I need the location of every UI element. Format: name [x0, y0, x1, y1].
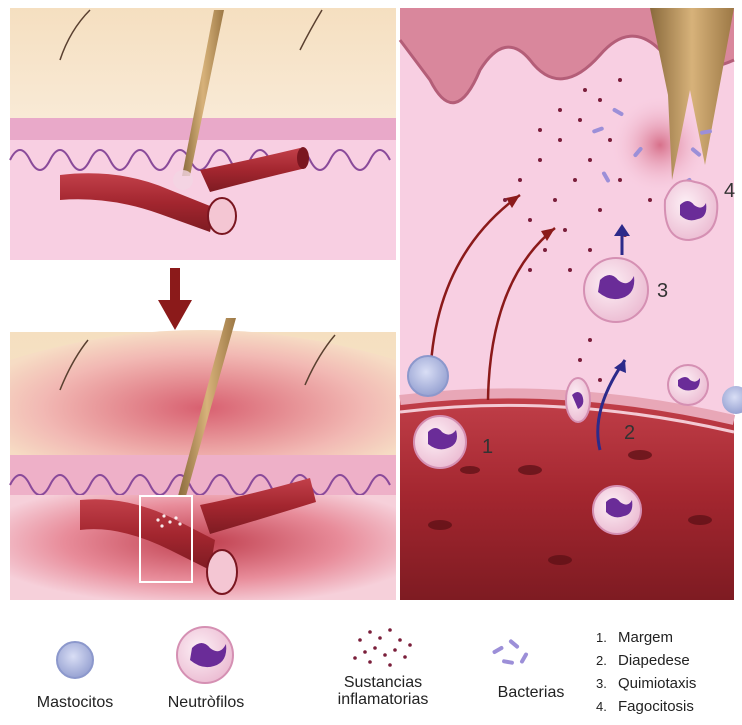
panel-initial-injury [10, 8, 396, 260]
step-item-2: 2.Diapedese [596, 649, 696, 672]
legend-bacteria-icon [492, 639, 529, 665]
progression-arrow [158, 268, 192, 330]
step-marker-2: 2 [624, 422, 635, 445]
legend-label-mastocitos: Mastocitos [22, 694, 128, 711]
legend-label-bacterias: Bacterias [478, 684, 584, 701]
step-marker-1: 1 [482, 436, 493, 459]
step-marker-3: 3 [657, 280, 668, 303]
step-item-4: 4.Fagocitosis [596, 695, 696, 718]
legend-label-sustancias: Sustancias [330, 674, 436, 691]
mastocyte-cell [408, 356, 448, 396]
step-item-3: 3.Quimiotaxis [596, 672, 696, 695]
panel-inflamed-tissue [10, 318, 396, 600]
legend-dots-icon [353, 628, 412, 667]
legend-mastocyte-icon [57, 642, 93, 678]
step-marker-4: 4 [724, 180, 735, 203]
legend-icons [57, 627, 529, 683]
legend-label-neutrofilos: Neutròfilos [153, 694, 259, 711]
steps-list: 1.Margem 2.Diapedese 3.Quimiotaxis 4.Fag… [596, 626, 696, 718]
legend-label-inflamatorias: inflamatorias [330, 691, 436, 708]
panel-magnified [400, 8, 742, 600]
step-item-1: 1.Margem [596, 626, 696, 649]
